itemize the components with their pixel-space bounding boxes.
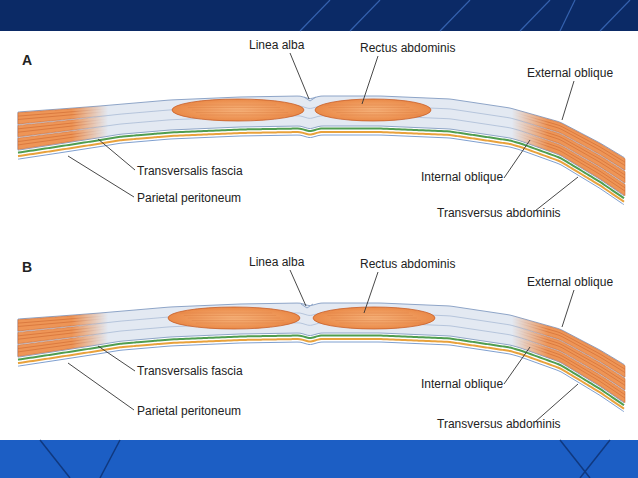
- bottom-bar: [0, 440, 638, 478]
- leader-line: [290, 53, 309, 99]
- muscle-layer: [508, 335, 625, 402]
- rectus-muscle: [172, 99, 304, 121]
- muscle-fibre: [339, 323, 424, 324]
- lateral-muscles: [18, 106, 111, 150]
- muscle-fibre: [200, 115, 292, 116]
- muscle-fibre: [508, 341, 625, 399]
- leader-line: [504, 347, 530, 384]
- part-label: Transversalis fascia: [137, 164, 243, 178]
- muscle-fibre: [336, 112, 417, 113]
- muscle-fibre: [327, 315, 412, 316]
- part-label: Transversus abdominis: [437, 206, 561, 220]
- leader-line: [562, 290, 574, 327]
- muscle-fibre: [332, 110, 413, 111]
- leader-line: [535, 384, 578, 422]
- part-label: Rectus abdominis: [360, 257, 455, 271]
- muscle-fibre: [184, 105, 276, 106]
- fascia-line: [18, 336, 624, 406]
- muscle-fibre: [192, 320, 284, 321]
- leader-line: [362, 56, 378, 104]
- muscle-fibre: [196, 112, 288, 113]
- muscle-fibre: [188, 107, 280, 108]
- panel-letter: B: [22, 259, 32, 275]
- part-label: Linea alba: [249, 38, 304, 52]
- lateral-muscles: [508, 315, 625, 402]
- muscle-fibre: [196, 323, 288, 324]
- rectus-muscle: [168, 307, 300, 329]
- muscle-fibre: [340, 115, 421, 116]
- muscle-fibre: [184, 315, 276, 316]
- aponeurosis-lamina: [18, 323, 624, 390]
- leader-line: [68, 363, 134, 410]
- lateral-muscles: [18, 313, 111, 357]
- muscle-fibre: [18, 336, 111, 349]
- muscle-fibre: [18, 119, 111, 129]
- rectus-muscle: [315, 99, 431, 121]
- muscle-layer: [18, 126, 111, 149]
- linea-alba: [304, 97, 316, 101]
- leader-line: [562, 81, 574, 120]
- part-label: Internal oblique: [421, 170, 503, 184]
- aponeurosis-sheath: [18, 303, 624, 403]
- fascia-line: [18, 129, 624, 199]
- leader-line: [98, 139, 135, 170]
- part-label: Rectus abdominis: [360, 41, 455, 55]
- lateral-muscles: [508, 108, 625, 195]
- muscle-fibre: [18, 339, 111, 352]
- muscle-fibre: [323, 313, 408, 314]
- rectus-muscle: [313, 307, 435, 329]
- leader-line: [68, 156, 134, 197]
- muscle-fibre: [328, 107, 409, 108]
- muscle-fibre: [18, 129, 111, 142]
- leader-line: [364, 272, 378, 313]
- top-bar-lines: [300, 0, 630, 31]
- muscle-fibre: [335, 320, 420, 321]
- bottom-bar-lines: [40, 440, 610, 478]
- muscle-fibre: [180, 313, 272, 314]
- part-label: External oblique: [527, 275, 613, 289]
- leader-line: [290, 270, 306, 306]
- panel-letter: A: [22, 52, 32, 68]
- muscle-layer: [18, 333, 111, 356]
- muscle-fibre: [508, 134, 625, 192]
- part-label: Internal oblique: [421, 377, 503, 391]
- muscle-fibre: [18, 132, 111, 145]
- leader-line: [535, 177, 578, 211]
- aponeurosis-sheath: [18, 96, 624, 196]
- muscle-fibre: [192, 110, 284, 111]
- leader-line: [504, 140, 530, 178]
- part-label: Parietal peritoneum: [137, 191, 241, 205]
- part-label: External oblique: [527, 66, 613, 80]
- top-bar: [0, 0, 638, 31]
- aponeurosis-lamina: [18, 116, 624, 183]
- leader-line: [98, 346, 135, 371]
- part-label: Transversalis fascia: [137, 364, 243, 378]
- abdominal-wall-section: [18, 96, 625, 205]
- part-label: Linea alba: [249, 255, 304, 269]
- muscle-fibre: [331, 318, 416, 319]
- muscle-fibre: [18, 326, 111, 336]
- linea-alba: [301, 304, 313, 308]
- part-label: Transversus abdominis: [437, 417, 561, 431]
- muscle-fibre: [324, 105, 405, 106]
- abdominal-wall-section: [18, 303, 625, 412]
- muscle-fibre: [188, 318, 280, 319]
- part-label: Parietal peritoneum: [137, 404, 241, 418]
